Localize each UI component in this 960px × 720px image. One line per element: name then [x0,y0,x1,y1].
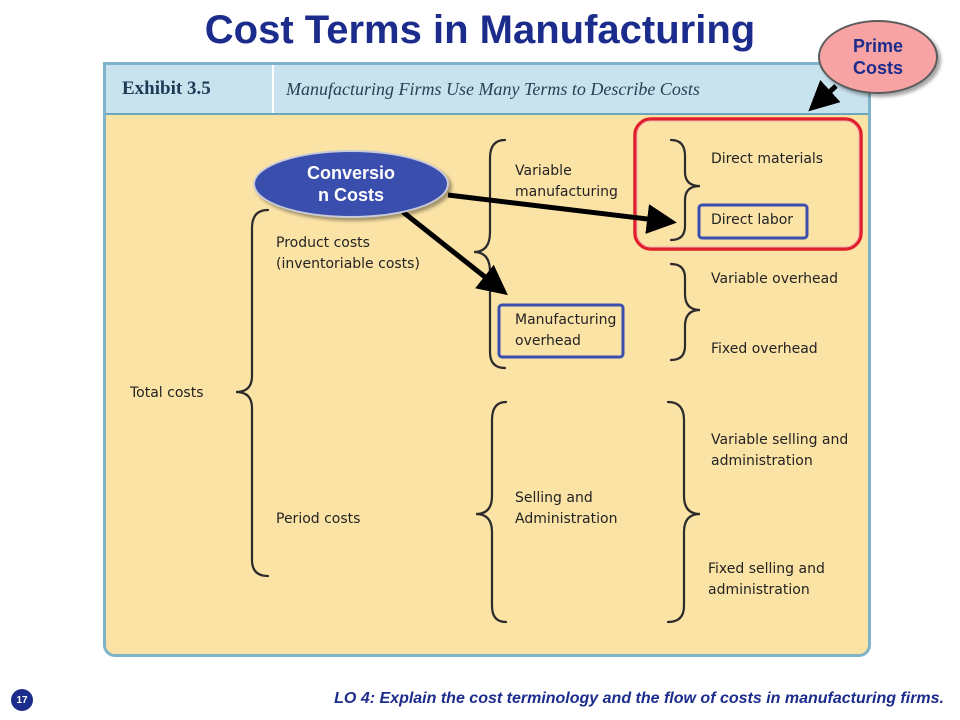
label-period-costs: Period costs [276,511,361,527]
label-fixed-selling: Fixed selling and administration [708,561,825,598]
label-variable-selling: Variable selling and administration [711,432,849,469]
brace-variable-manufacturing [669,138,701,242]
arrow-conversion-to-overhead [401,210,508,296]
manufacturing-overhead-highlight [497,303,625,359]
slide-title: Cost Terms in Manufacturing [204,8,756,52]
slide-number-badge: 17 [11,689,33,711]
brace-selling-admin [666,400,701,624]
brace-product-costs [473,138,507,370]
label-total-costs: Total costs [130,385,204,401]
label-variable-manufacturing: Variable manufacturing [515,163,618,200]
brace-period-costs [475,400,508,624]
brace-total-costs [235,208,270,578]
label-variable-overhead: Variable overhead [711,271,839,287]
brace-manufacturing-overhead [669,262,701,362]
label-selling-and-administration: Selling and Administration [515,490,618,527]
arrow-conversion-to-direct-labor [447,192,677,234]
exhibit-header: Exhibit 3.5 Manufacturing Firms Use Many… [106,65,868,115]
arrow-prime-costs [808,80,841,112]
exhibit-number: Exhibit 3.5 [106,65,274,113]
label-direct-materials: Direct materials [711,151,824,167]
exhibit-caption: Manufacturing Firms Use Many Terms to De… [286,79,700,99]
prime-costs-highlight [633,117,863,251]
learning-objective: LO 4: Explain the cost terminology and t… [334,690,944,707]
conversion-costs-callout: Conversio n Costs [253,150,449,218]
label-product-costs: Product costs (inventoriable costs) [276,235,420,272]
prime-costs-callout: Prime Costs [818,20,938,94]
label-direct-labor: Direct labor [711,212,794,228]
direct-labor-highlight [697,203,809,240]
label-fixed-overhead: Fixed overhead [711,341,818,357]
label-manufacturing-overhead: Manufacturing overhead [515,312,617,349]
exhibit-panel: Exhibit 3.5 Manufacturing Firms Use Many… [103,62,871,657]
